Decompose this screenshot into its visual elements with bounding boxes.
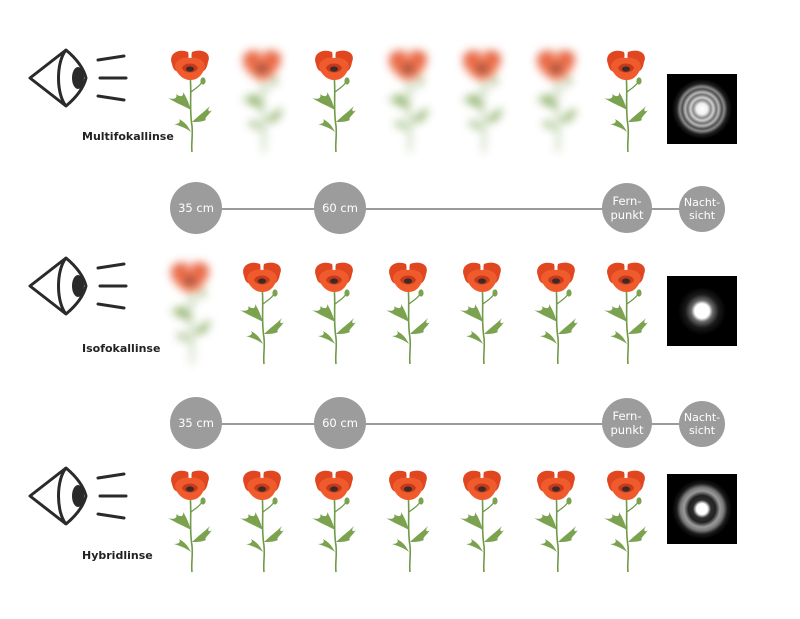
- poppy-icon: [598, 468, 654, 574]
- poppy-icon: [454, 48, 510, 154]
- marker-fernpunkt: Fern- punkt: [602, 398, 652, 448]
- lens-label-hybrid: Hybridlinse: [82, 549, 153, 562]
- poppy-icon: [306, 48, 362, 154]
- poppy-icon: [162, 260, 218, 366]
- psf-spot-image: [667, 276, 737, 346]
- poppy-icon: [306, 468, 362, 574]
- poppy-icon: [380, 48, 436, 154]
- eye-icon: [26, 42, 130, 114]
- marker-60cm: 60 cm: [314, 397, 366, 449]
- poppy-icon: [528, 48, 584, 154]
- lens-label-multifocal: Multifokallinse: [82, 130, 174, 143]
- marker-35cm: 35 cm: [170, 397, 222, 449]
- marker-nachtsicht: Nacht- sicht: [679, 186, 725, 232]
- poppy-icon: [598, 48, 654, 154]
- poppy-icon: [454, 468, 510, 574]
- poppy-icon: [528, 260, 584, 366]
- marker-fernpunkt: Fern- punkt: [602, 183, 652, 233]
- poppy-icon: [234, 260, 290, 366]
- poppy-icon: [234, 468, 290, 574]
- eye-icon: [26, 460, 130, 532]
- psf-spot-halo-image: [667, 474, 737, 544]
- poppy-icon: [380, 468, 436, 574]
- lens-label-isofocal: Isofokallinse: [82, 342, 161, 355]
- poppy-icon: [454, 260, 510, 366]
- poppy-icon: [380, 260, 436, 366]
- scale-line: [196, 423, 706, 425]
- poppy-icon: [234, 48, 290, 154]
- poppy-icon: [162, 468, 218, 574]
- poppy-icon: [306, 260, 362, 366]
- poppy-icon: [598, 260, 654, 366]
- marker-35cm: 35 cm: [170, 182, 222, 234]
- psf-rings-image: [667, 74, 737, 144]
- scale-line: [196, 208, 706, 210]
- poppy-icon: [528, 468, 584, 574]
- marker-60cm: 60 cm: [314, 182, 366, 234]
- marker-nachtsicht: Nacht- sicht: [679, 401, 725, 447]
- eye-icon: [26, 250, 130, 322]
- poppy-icon: [162, 48, 218, 154]
